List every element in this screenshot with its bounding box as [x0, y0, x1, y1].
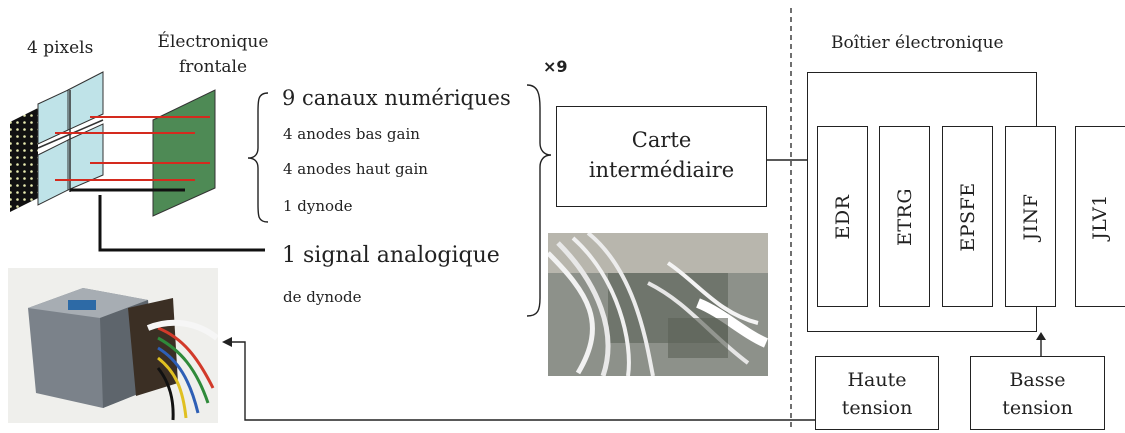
merge-brace: [526, 84, 552, 317]
pixel-bottom-left: [37, 139, 69, 206]
times-nine-label: ×9: [543, 57, 568, 76]
dynode-label: 1 dynode: [283, 197, 353, 215]
module-jinf: JINF: [1005, 126, 1056, 307]
photomultiplier-photo: [8, 268, 218, 423]
high-voltage-box: Haute tension: [815, 356, 939, 430]
electronics-box-label: Boîtier électronique: [831, 33, 1004, 53]
module-label: EDR: [831, 194, 854, 239]
intermediate-board-box: Carte intermédiaire: [556, 106, 767, 207]
left-brace: [247, 92, 269, 223]
cabling-photo: [548, 233, 768, 376]
high-voltage-cable: [232, 341, 815, 421]
frontend-label: Électronique frontale: [157, 32, 269, 77]
pixel-top-left: [37, 89, 69, 145]
module-label: JLV1: [1089, 193, 1112, 240]
analog-signal-label: 1 signal analogique: [282, 243, 500, 268]
anodes-high-gain-label: 4 anodes haut gain: [283, 160, 428, 178]
module-label: EPSFE: [956, 181, 979, 252]
intermediate-board-label: Carte intermédiaire: [588, 128, 735, 182]
arrowhead-up: [1036, 332, 1046, 340]
pixel-top-right: [67, 71, 104, 131]
anodes-low-gain-label: 4 anodes bas gain: [283, 125, 420, 143]
low-voltage-label: Basse tension: [1002, 369, 1073, 419]
module-etrg: ETRG: [879, 126, 930, 307]
module-epsfe: EPSFE: [942, 126, 993, 307]
pixel-bottom-right: [67, 123, 104, 191]
module-label: JINF: [1019, 193, 1042, 240]
analog-cable: [98, 195, 265, 252]
pixel-window: [10, 108, 38, 212]
frontend-pcb: [152, 89, 216, 217]
pixels-label: 4 pixels: [27, 38, 94, 58]
module-jlv1: JLV1: [1075, 126, 1125, 307]
arrowhead-left: [222, 337, 232, 347]
digital-channels-label: 9 canaux numériques: [282, 86, 511, 110]
module-label: ETRG: [893, 187, 916, 246]
low-voltage-box: Basse tension: [970, 356, 1105, 430]
high-voltage-label: Haute tension: [841, 369, 913, 419]
of-dynode-label: de dynode: [283, 288, 362, 306]
module-edr: EDR: [817, 126, 868, 307]
